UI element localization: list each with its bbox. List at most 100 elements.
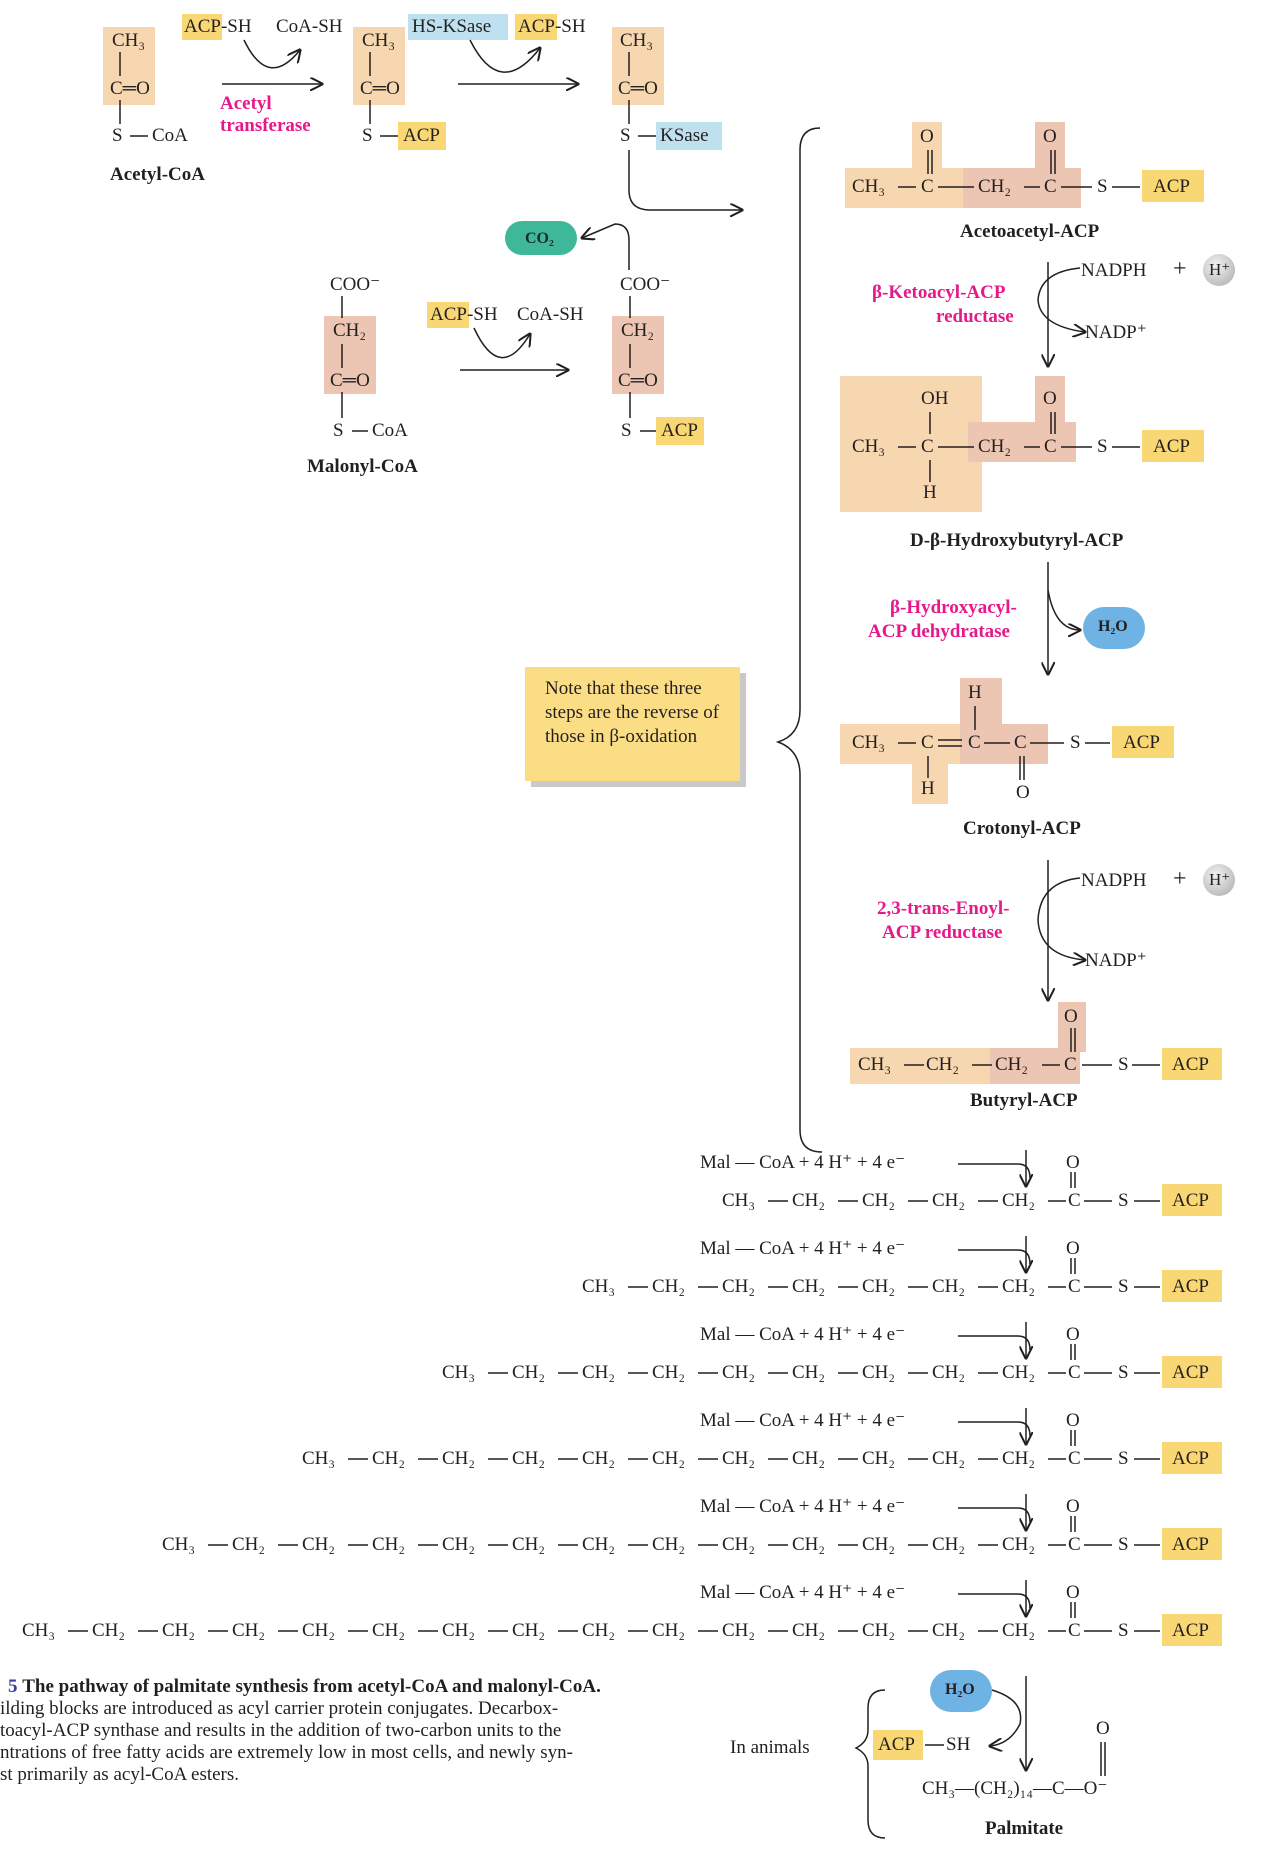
- plus-2: +: [1173, 866, 1187, 892]
- crotonyl-c2: C: [968, 732, 981, 753]
- chain-ch2: CH₂: [1002, 1362, 1036, 1383]
- chain-ch2: CH₂: [582, 1362, 616, 1383]
- malonyl-coa-ch2: CH₂: [333, 320, 367, 341]
- crotonyl-highlight-4: [912, 760, 948, 804]
- acetoacetyl-acp-label: Acetoacetyl-ACP: [960, 221, 1100, 242]
- dehydratase-label-1: β-Hydroxyacyl-: [890, 597, 1017, 618]
- malonyl-acp-co: C═O: [618, 370, 658, 391]
- nadp-2: NADP⁺: [1085, 950, 1147, 971]
- reaction-arrow: [1017, 1507, 1031, 1523]
- final-acp: ACP: [878, 1734, 915, 1755]
- malonyl-coa-input: Mal — CoA + 4 H⁺ + 4 e⁻: [700, 1582, 906, 1603]
- hydroxybutyryl-c1: C: [921, 436, 934, 457]
- acetoacetyl-highlight-4: [1035, 122, 1065, 172]
- carbonyl-o: O: [1066, 1410, 1080, 1431]
- reaction-arrow: [1017, 1335, 1031, 1351]
- caption-line-3: ntrations of free fatty acids are extrem…: [0, 1742, 573, 1763]
- caption-number: 5: [8, 1676, 18, 1697]
- acetoacetyl-o2: O: [1043, 126, 1057, 147]
- caption-title-line: 5 The pathway of palmitate synthesis fro…: [8, 1676, 601, 1698]
- acetoacetyl-highlight-1: [845, 168, 963, 208]
- proton-1: [1203, 254, 1235, 286]
- crotonyl-s: S: [1070, 732, 1081, 753]
- chain-ch2: CH₂: [652, 1534, 686, 1555]
- thioester-s: S: [1118, 1534, 1129, 1555]
- acp-box: [1162, 1614, 1222, 1646]
- enoyl-reductase-label-2: ACP reductase: [882, 922, 1003, 943]
- malonyl-coa-coo: COO⁻: [330, 274, 381, 295]
- proton-2: [1203, 864, 1235, 896]
- plus-1: +: [1173, 256, 1187, 282]
- acetyl-coa-s: S: [112, 125, 123, 146]
- carbonyl-o: O: [1066, 1582, 1080, 1603]
- caption-title: The pathway of palmitate synthesis from …: [22, 1676, 601, 1697]
- acetoacetyl-c1: C: [921, 176, 934, 197]
- coa-sh-product-1: CoA-SH: [276, 16, 343, 37]
- acetoacetyl-ch3: CH₃: [852, 176, 886, 197]
- acetyl-transferase-label-1: Acetyl: [220, 93, 272, 114]
- chain-ch2: CH₂: [302, 1620, 336, 1641]
- chain-ch2: CH₂: [932, 1190, 966, 1211]
- chain-ch2: CH₂: [792, 1190, 826, 1211]
- thioester-s: S: [1118, 1190, 1129, 1211]
- malonyl-coa-input: Mal — CoA + 4 H⁺ + 4 e⁻: [700, 1238, 906, 1259]
- acp-box: [1162, 1528, 1222, 1560]
- chain-acp: ACP: [1172, 1362, 1209, 1383]
- malonyl-coa-co: C═O: [330, 370, 370, 391]
- chain-ch2: CH₂: [1002, 1534, 1036, 1555]
- hydroxybutyryl-ch2: CH₂: [978, 436, 1012, 457]
- hydroxybutyryl-h: H: [923, 482, 937, 503]
- h-plus-1: H⁺: [1209, 260, 1231, 279]
- acetoacetyl-o1: O: [920, 126, 934, 147]
- malonyl-coa-s: S: [333, 420, 344, 441]
- acetyl-group-highlight: [103, 27, 155, 105]
- crotonyl-h-bottom: H: [921, 778, 935, 799]
- chain-ch2: CH₂: [582, 1534, 616, 1555]
- chain-acp: ACP: [1172, 1276, 1209, 1297]
- chain-ch2: CH₂: [232, 1534, 266, 1555]
- coa-sh-product-3: CoA-SH: [517, 304, 584, 325]
- malonyl-acp-coo: COO⁻: [620, 274, 671, 295]
- reaction-arrow: [1017, 1593, 1031, 1609]
- reaction-arrow: [1017, 1163, 1031, 1179]
- acp-highlight: [427, 302, 469, 328]
- acetoacetyl-acp: ACP: [1153, 176, 1190, 197]
- acp-box: [873, 1730, 923, 1760]
- crotonyl-highlight-2: [960, 724, 1048, 764]
- chain-ch3: CH₃: [162, 1534, 196, 1555]
- chain-ch2: CH₂: [372, 1620, 406, 1641]
- chain-ch2: CH₂: [652, 1620, 686, 1641]
- chain-ch2: CH₂: [512, 1534, 546, 1555]
- palmitate-formula: CH₃—(CH₂)₁₄—C—O⁻: [922, 1778, 1108, 1799]
- reaction-arrow: [1017, 1249, 1031, 1265]
- ksase-highlight: [408, 14, 508, 40]
- water-molecule-1: [1083, 607, 1145, 649]
- chain-ch2: CH₂: [722, 1362, 756, 1383]
- chain-ch2: CH₂: [1002, 1190, 1036, 1211]
- carbonyl-o: O: [1066, 1152, 1080, 1173]
- acetyl-coa-ch3: CH₃: [112, 30, 146, 51]
- acp-sh-reagent-3: ACP-SH: [430, 304, 498, 325]
- chain-ch2: CH₂: [862, 1620, 896, 1641]
- chain-ch2: CH₂: [862, 1276, 896, 1297]
- acetyl-ksase-co: C═O: [618, 78, 658, 99]
- malonyl-acp-ch2: CH₂: [621, 320, 655, 341]
- butyryl-c: C: [1064, 1054, 1077, 1075]
- carbonyl-c: C: [1068, 1448, 1081, 1469]
- hydroxybutyryl-ch3: CH₃: [852, 436, 886, 457]
- chain-ch3: CH₃: [442, 1362, 476, 1383]
- palmitate-o: O: [1096, 1718, 1110, 1739]
- chain-ch2: CH₂: [92, 1620, 126, 1641]
- chain-ch2: CH₂: [1002, 1448, 1036, 1469]
- acetoacetyl-highlight-3: [912, 122, 942, 172]
- chain-ch2: CH₂: [652, 1276, 686, 1297]
- acetyl-coa-coa: CoA: [152, 125, 188, 146]
- chain-ch2: CH₂: [932, 1448, 966, 1469]
- nadp-1: NADP⁺: [1085, 322, 1147, 343]
- acetyl-ksase-ksase: KSase: [660, 125, 709, 146]
- crotonyl-acp-label: Crotonyl-ACP: [963, 818, 1081, 839]
- chain-acp: ACP: [1172, 1534, 1209, 1555]
- enoyl-reductase-label-1: 2,3-trans-Enoyl-: [877, 898, 1010, 919]
- butyryl-ch3: CH₃: [858, 1054, 892, 1075]
